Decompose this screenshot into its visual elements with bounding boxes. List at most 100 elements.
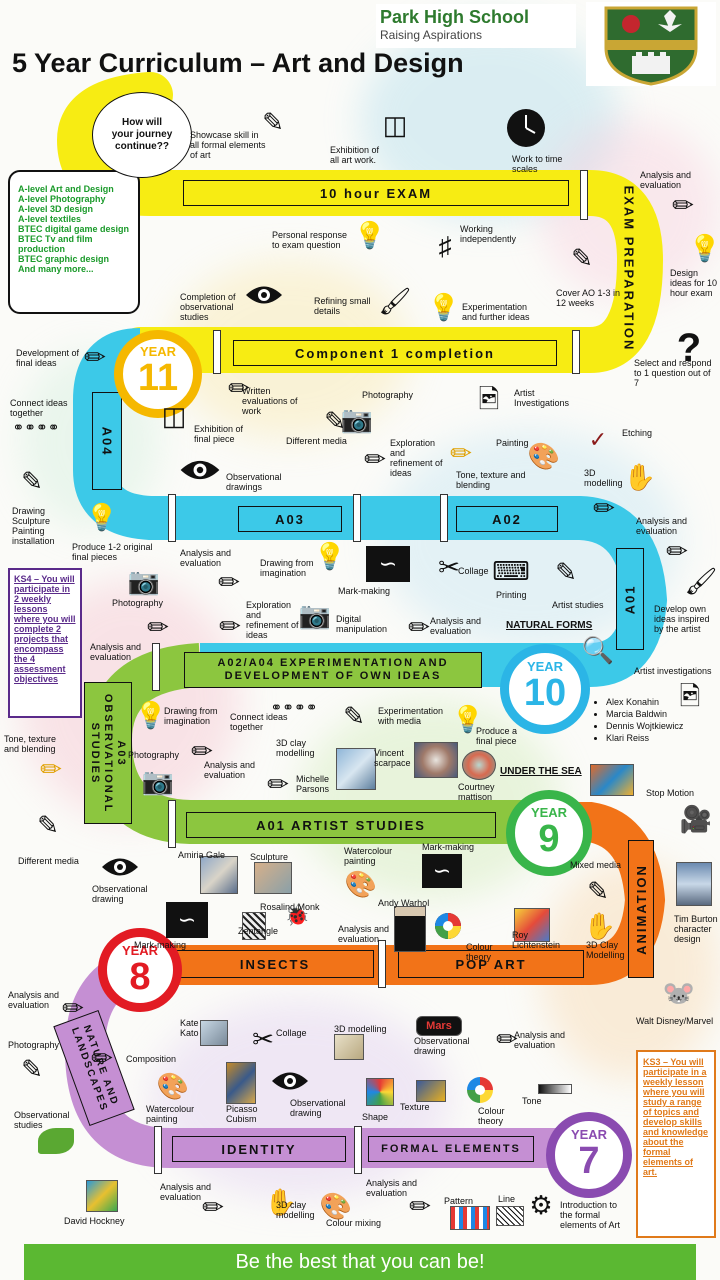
- bar-separator: [378, 940, 386, 988]
- bar-separator: [440, 494, 448, 542]
- label: Cover AO 1-3 in 12 weeks: [556, 288, 621, 308]
- sculpture-artwork: [254, 862, 292, 894]
- hand-sculpt-icon: ✋: [583, 911, 617, 941]
- colour-wheel-icon: [467, 1077, 493, 1103]
- year-label: YEAR: [526, 659, 564, 674]
- pencil-icon: ✏: [364, 444, 386, 474]
- label: Mark-making: [422, 842, 475, 852]
- year-number: 9: [538, 818, 560, 860]
- exhibition-icon: ◫: [382, 110, 408, 140]
- eye-icon: [246, 286, 282, 304]
- shape-artwork: [366, 1078, 394, 1106]
- bar-separator: [154, 1126, 162, 1174]
- label: Photography: [112, 598, 164, 608]
- a04-label: A04: [99, 426, 115, 456]
- school-crest-logo: [586, 2, 716, 86]
- artist-item: Dennis Wojtkiewicz: [606, 720, 720, 732]
- pencil-icon: ✏: [218, 567, 240, 597]
- pencil-icon: ✏: [267, 769, 289, 799]
- pencil-icon: ✏: [408, 612, 430, 642]
- head-gears-icon: ⚙: [529, 1190, 553, 1220]
- label: 3D clay modelling: [276, 738, 315, 758]
- label: Exhibition of all art work.: [330, 145, 380, 165]
- year-7-badge: YEAR 7: [546, 1112, 632, 1198]
- ks3-info-box: KS3 – You will participate in a weekly l…: [636, 1050, 716, 1238]
- bar-separator: [572, 330, 580, 374]
- palette-icon: 🎨: [319, 1191, 353, 1221]
- kate-kato-artwork: [200, 1020, 228, 1046]
- option-item: A-level Photography: [18, 194, 106, 204]
- year-number: 8: [129, 956, 151, 998]
- palette-icon: 🎨: [156, 1071, 190, 1101]
- pencil-icon: ✏: [91, 1043, 113, 1073]
- year-8-badge: YEAR 8: [98, 928, 182, 1012]
- insect-icon: 🐞: [284, 905, 310, 927]
- label: Showcase skill in all formal elements of…: [190, 130, 266, 160]
- amiria-gale-artwork: [200, 856, 238, 894]
- sculpture-board-icon: ✎: [262, 107, 284, 137]
- label: Working independently: [460, 224, 517, 244]
- label: Artist Investigations: [514, 388, 570, 408]
- lightbulb-icon: 💡: [353, 220, 387, 250]
- label: Collage: [276, 1028, 307, 1038]
- lightbulb-icon: 💡: [313, 541, 347, 571]
- eye-icon: [180, 460, 220, 480]
- label: Analysis and evaluation: [8, 990, 60, 1010]
- label: Collage: [458, 566, 489, 576]
- bar-separator: [213, 330, 221, 374]
- under-the-sea-heading: UNDER THE SEA: [500, 766, 582, 777]
- label: Amiria Gale: [178, 850, 226, 860]
- eye-icon: [272, 1072, 308, 1090]
- david-hockney-artwork: [86, 1180, 118, 1212]
- journey-question-bubble: How will your journey continue??: [92, 92, 192, 178]
- label: Mark-making: [134, 940, 187, 950]
- label: Different media: [286, 436, 347, 446]
- pencil-icon: ✏: [666, 536, 688, 566]
- texture-artwork: [416, 1080, 446, 1102]
- camera-icon: 📷: [127, 566, 161, 596]
- label: Photography: [362, 390, 414, 400]
- label: Observational drawing: [414, 1036, 470, 1056]
- journey-options-list: A-level Art and Design A-level Photograp…: [18, 184, 138, 274]
- bar-a02a04: A02/A04 EXPERIMENTATION AND DEVELOPMENT …: [184, 652, 482, 688]
- label: Connect ideas together: [230, 712, 288, 732]
- mark-making-icon: ∽: [366, 546, 410, 582]
- sculpture-board-icon: ✎: [571, 243, 593, 273]
- label: Composition: [126, 1054, 177, 1064]
- label: Introduction to the formal elements of A…: [560, 1200, 621, 1230]
- bar-a03: A03: [238, 506, 342, 532]
- natural-forms-artist-list: Alex Konahin Marcia Baldwin Dennis Wojtk…: [594, 696, 720, 744]
- label: Zentangle: [238, 926, 279, 936]
- person-desk-icon: ♯: [438, 231, 452, 261]
- school-brand: Park High School Raising Aspirations: [376, 4, 576, 48]
- label: Analysis and evaluation: [338, 924, 390, 944]
- lightbulb-icon: 💡: [688, 233, 720, 263]
- label: Observational drawings: [226, 472, 282, 492]
- label: Observational studies: [14, 1110, 70, 1130]
- courtney-mattison-artwork: [462, 750, 496, 780]
- bar-separator: [168, 800, 176, 848]
- label: Kate Kato: [180, 1018, 199, 1038]
- tone-gradient: [538, 1084, 572, 1094]
- pattern-artwork: [450, 1206, 490, 1230]
- label: Analysis and evaluation: [514, 1030, 566, 1050]
- exhibition-icon: ◫: [161, 401, 187, 431]
- label: Michelle Parsons: [296, 774, 330, 794]
- label: Experimentation with media: [378, 706, 444, 726]
- palette-icon: 🎨: [344, 869, 378, 899]
- label: Artist investigations: [634, 666, 712, 676]
- ks3-text: KS3 – You will participate in a weekly l…: [643, 1057, 709, 1177]
- label: Colour mixing: [326, 1218, 382, 1228]
- label: Colour theory: [478, 1106, 505, 1126]
- brush-icon: 🖌: [378, 286, 412, 316]
- clock-icon: [507, 109, 545, 147]
- footer-slogan: Be the best that you can be!: [235, 1250, 485, 1273]
- pencil-icon: ✏: [62, 993, 84, 1023]
- leaf-image: [38, 1128, 74, 1154]
- bar-exam-prep: EXAM PREPARATION: [614, 185, 644, 351]
- label: Photography: [8, 1040, 60, 1050]
- andy-warhol-artwork: [394, 906, 426, 952]
- chain-icon: ⚭⚭⚭⚭: [270, 699, 318, 715]
- bar-separator: [168, 494, 176, 542]
- a01-label: A01: [622, 584, 638, 614]
